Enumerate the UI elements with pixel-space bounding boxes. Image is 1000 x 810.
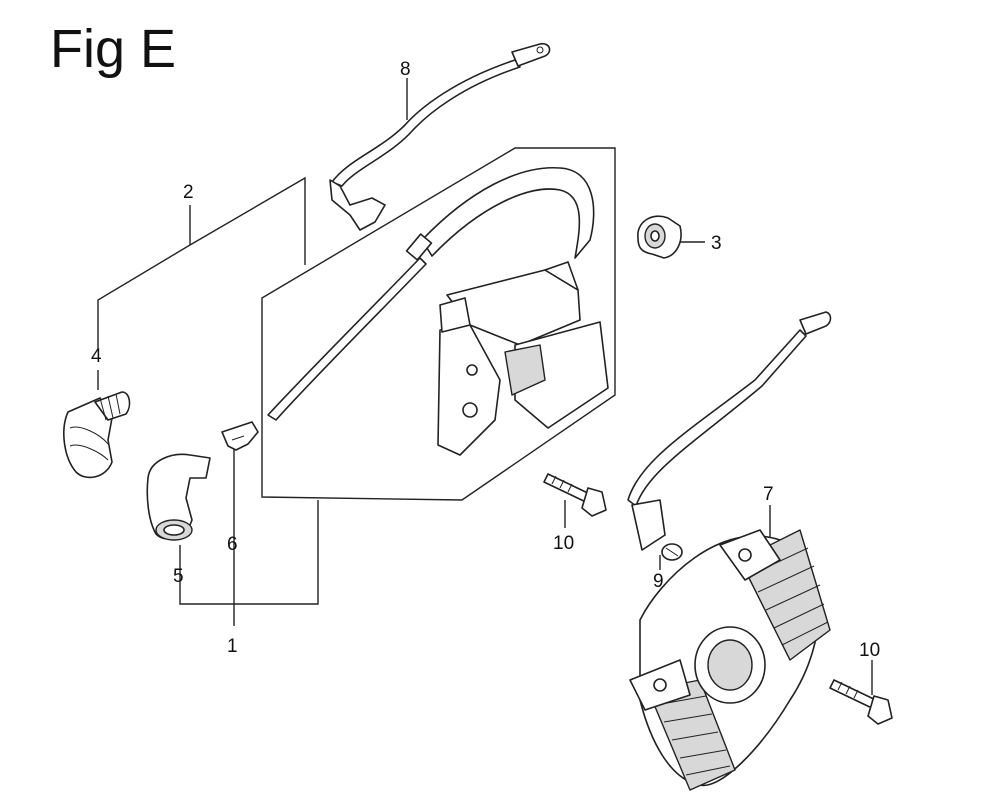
callout-10-lower: 10 — [859, 640, 880, 661]
figure-title: Fig E — [50, 19, 177, 79]
callout-3: 3 — [711, 233, 722, 254]
callout-2: 2 — [183, 182, 194, 203]
leader-line-2 — [97, 205, 191, 350]
grommet-part — [637, 215, 682, 259]
bolt-lower-part — [829, 679, 893, 725]
bolt-upper-part — [543, 473, 607, 517]
bracket-1 — [179, 500, 319, 605]
coil-group-outline — [261, 147, 616, 501]
callout-5: 5 — [173, 566, 184, 587]
screw-part — [661, 543, 683, 561]
callout-labels: 2 8 3 4 6 5 1 10 9 7 10 — [91, 59, 880, 661]
callout-4: 4 — [91, 346, 102, 367]
boot-part — [146, 453, 211, 541]
callout-6: 6 — [227, 534, 238, 555]
callout-9: 9 — [653, 571, 664, 592]
spark-plug-cap-part — [63, 391, 131, 479]
callout-10-upper: 10 — [553, 533, 574, 554]
callout-7: 7 — [763, 484, 774, 505]
ground-wire-part — [329, 42, 551, 231]
callout-8: 8 — [400, 59, 411, 80]
bracket-2 — [189, 176, 306, 265]
ignition-coil-part — [267, 167, 609, 456]
terminal-clip-part — [221, 421, 259, 451]
callout-1: 1 — [227, 636, 238, 657]
stator-part — [627, 311, 832, 791]
